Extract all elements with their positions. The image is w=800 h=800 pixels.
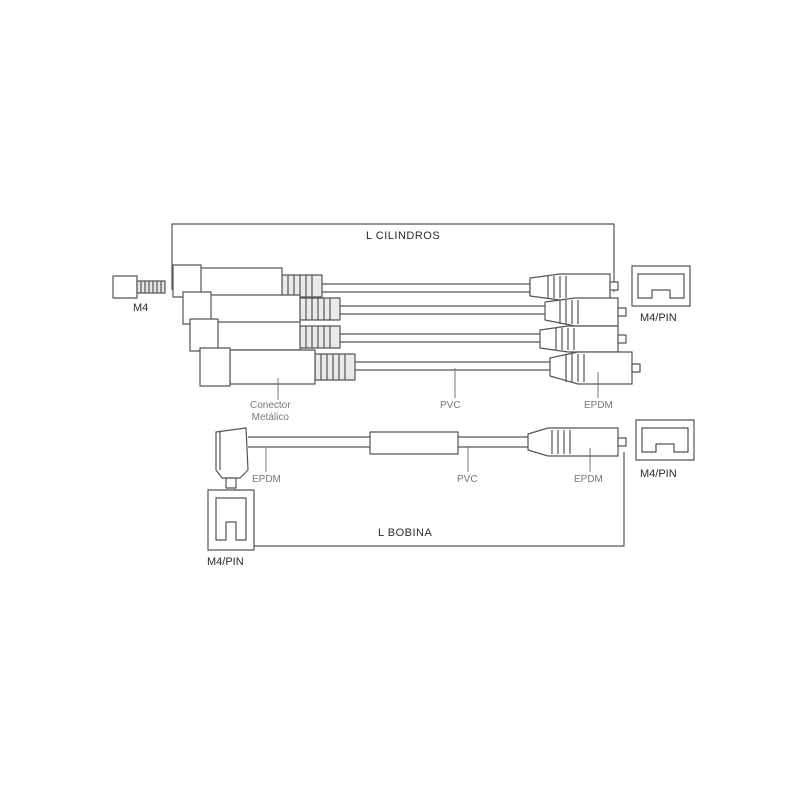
pvc-label-bottom: PVC (457, 474, 478, 485)
cylinder-wire-3 (189, 318, 627, 353)
m4-pin-label-top: M4/PIN (640, 312, 677, 324)
m4-screw-terminal (112, 275, 166, 299)
epdm-label-bottom: EPDM (574, 474, 603, 485)
epdm-coil-boot-label: EPDM (252, 474, 281, 485)
pvc-label-top: PVC (440, 400, 461, 411)
m4-pin-label-mid: M4/PIN (640, 468, 677, 480)
conector-line-1: Conector (250, 400, 291, 411)
cylinder-wire-1 (172, 264, 619, 301)
m4-pin-terminal-mid (635, 419, 695, 461)
l-cilindros-label: L CILINDROS (366, 230, 441, 242)
m4-label: M4 (133, 302, 149, 314)
l-bobina-label: L BOBINA (378, 527, 433, 539)
cylinder-wire-4 (199, 347, 641, 387)
m4-pin-terminal-bottom (207, 489, 255, 551)
conector-metalico-label: Conector Metálico (250, 400, 291, 423)
m4-pin-terminal-top (631, 265, 691, 307)
epdm-label-top: EPDM (584, 400, 613, 411)
m4-pin-label-bottom: M4/PIN (207, 556, 244, 568)
coil-wire (215, 427, 627, 489)
conector-line-2: Metálico (251, 411, 289, 423)
l-cilindros-bracket (171, 223, 615, 292)
cylinder-wire-2 (182, 291, 627, 327)
